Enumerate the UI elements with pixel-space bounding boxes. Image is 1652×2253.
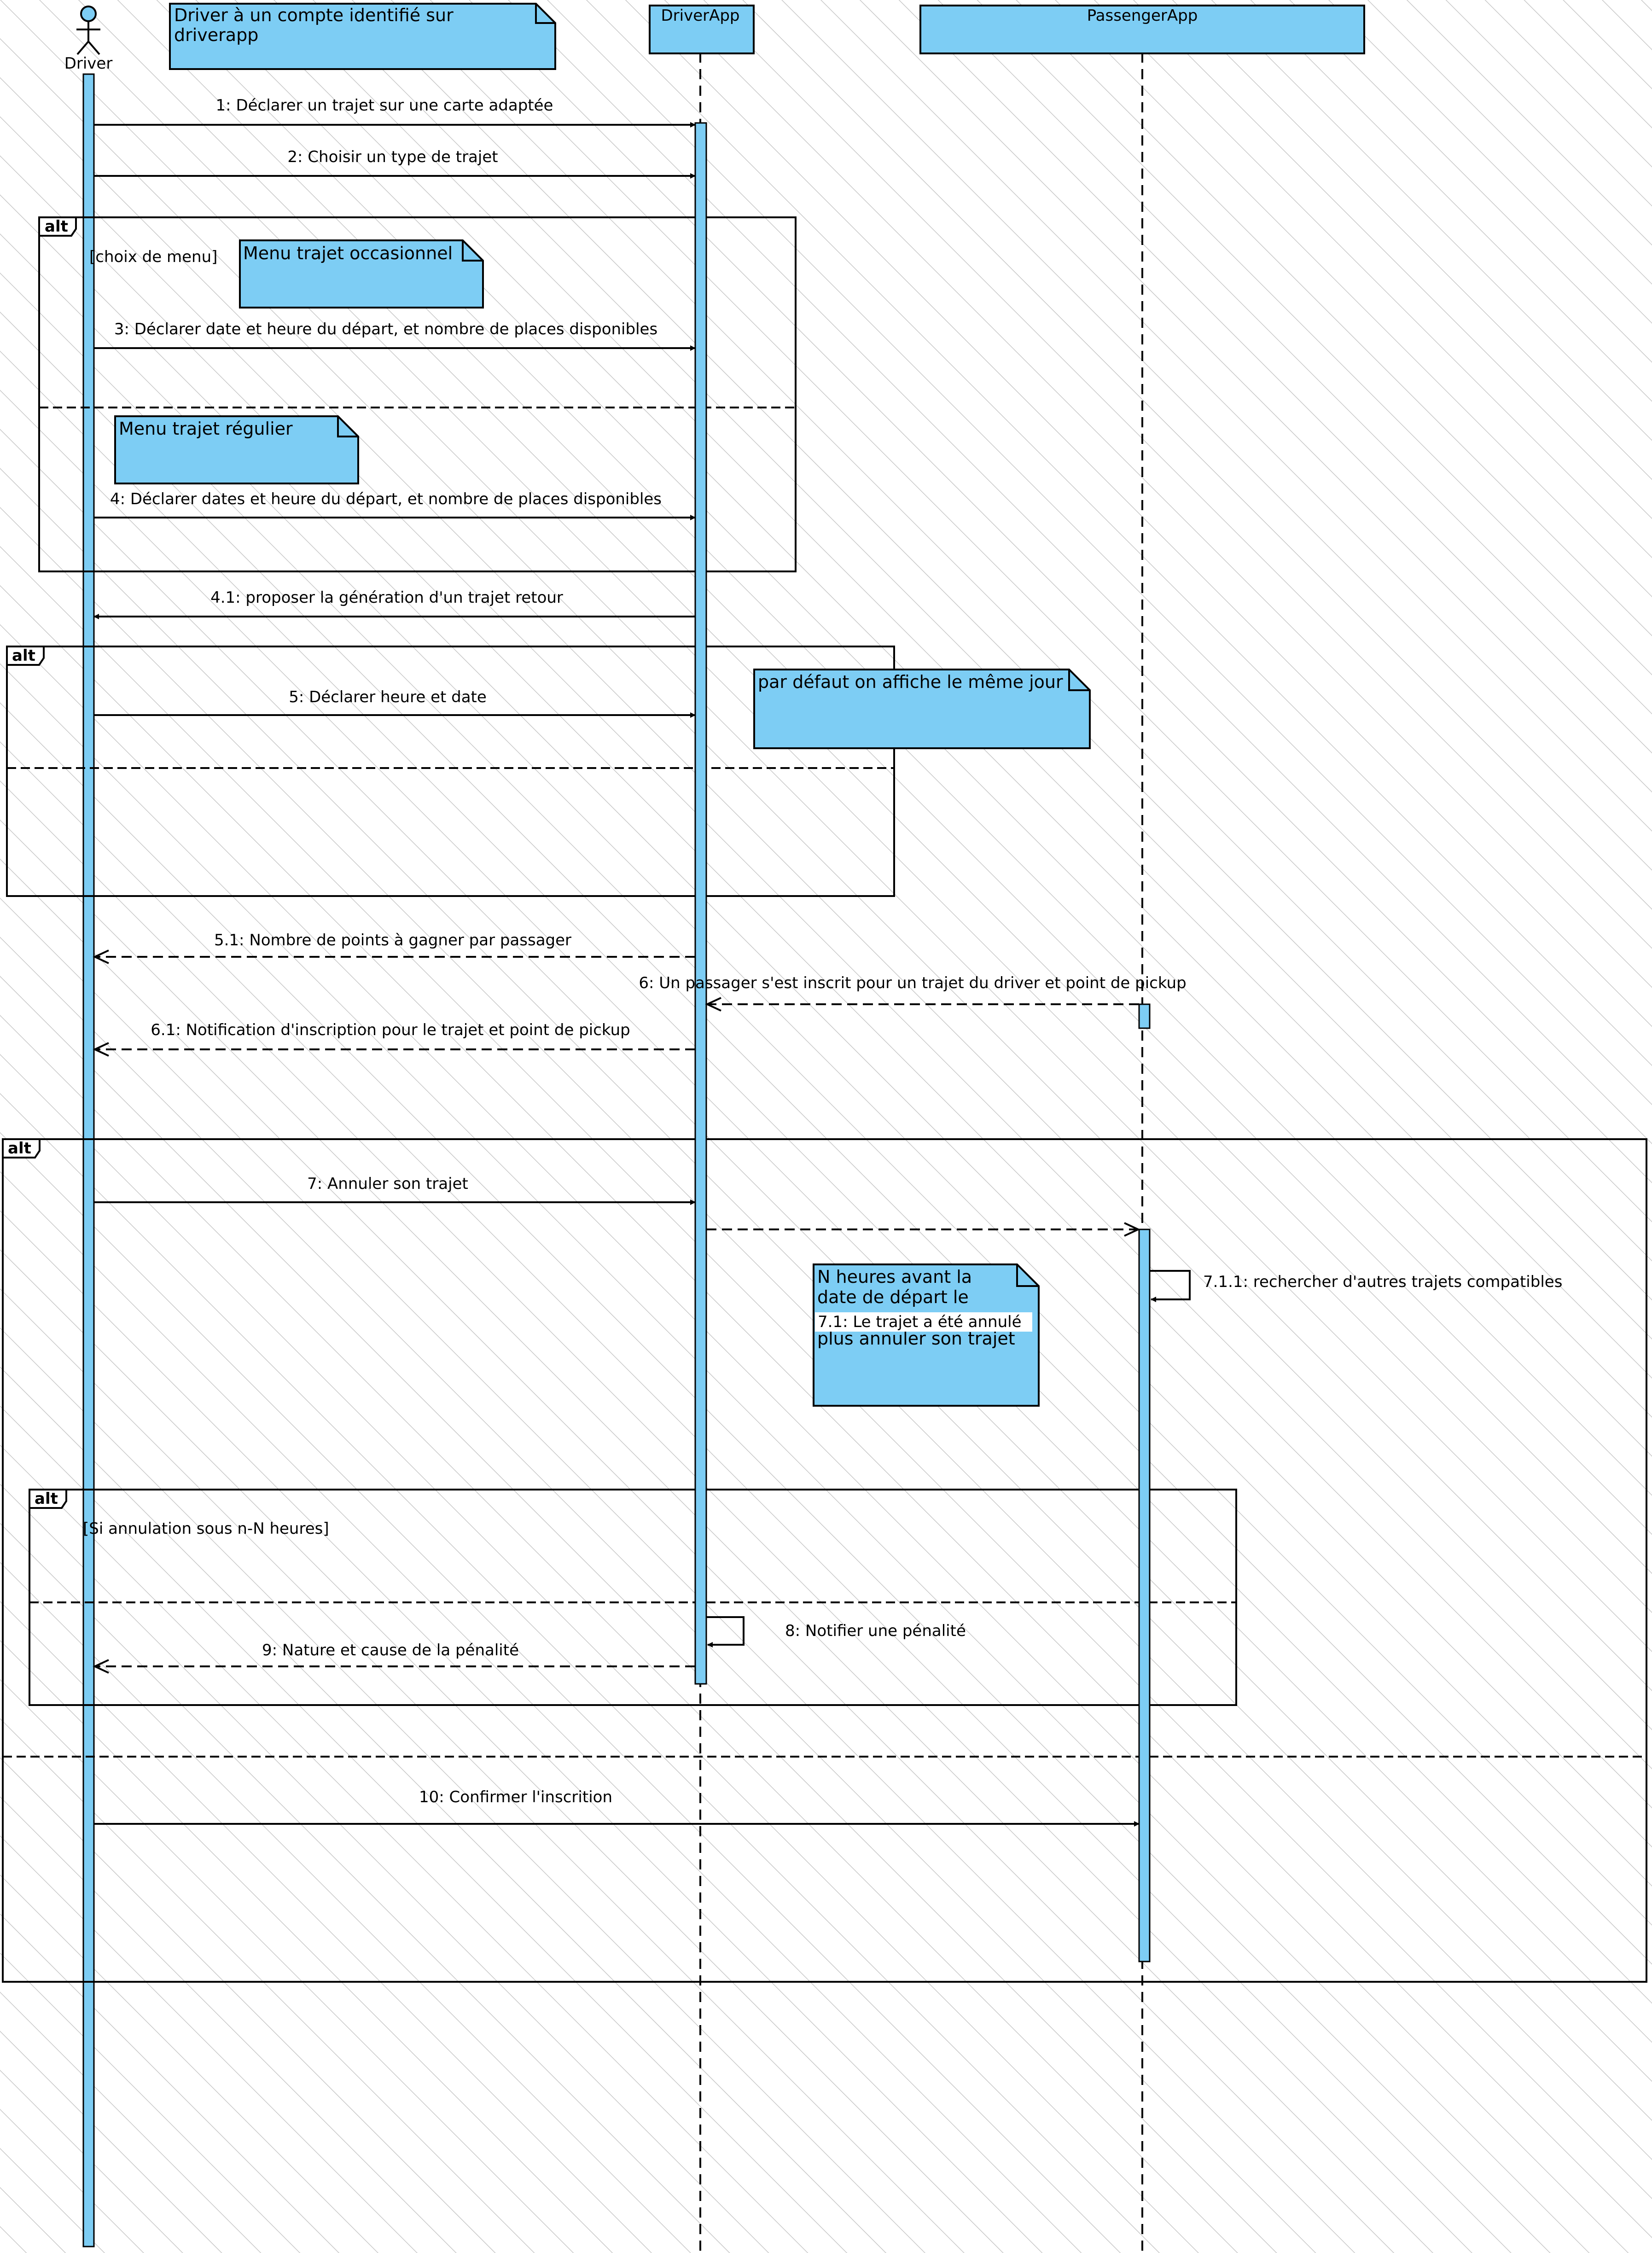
alt-fragment-2: alt bbox=[6, 646, 895, 897]
alt-4-guard: [Si annulation sous n-N heures] bbox=[83, 1519, 329, 1538]
alt-fragment-3: alt bbox=[2, 1138, 1647, 1983]
driver-actor-icon bbox=[76, 6, 100, 55]
message-1-label: 1: Déclarer un trajet sur une carte adap… bbox=[216, 96, 553, 115]
alt-fragment-4: alt bbox=[29, 1489, 1237, 1706]
n-heures-note: N heures avant la date de départ le plus… bbox=[813, 1263, 1040, 1407]
alt-1-guard: [choix de menu] bbox=[89, 248, 217, 266]
regulier-note: Menu trajet régulier bbox=[114, 415, 359, 484]
message-4-1-label: 4.1: proposer la génération d'un trajet … bbox=[210, 588, 563, 607]
occasionnel-note: Menu trajet occasionnel bbox=[239, 239, 484, 309]
alt-4-label: alt bbox=[35, 1490, 58, 1508]
alt-3-label: alt bbox=[8, 1139, 31, 1158]
message-3-label: 3: Déclarer date et heure du départ, et … bbox=[114, 320, 657, 338]
message-7-1-label: 7.1: Le trajet a été annulé bbox=[818, 1313, 1022, 1331]
passengerapp-title: PassengerApp bbox=[1087, 6, 1198, 25]
message-9-arrowhead bbox=[93, 1659, 109, 1674]
n-heures-note-line-1: N heures avant la bbox=[817, 1267, 972, 1287]
account-note: Driver à un compte identifié sur drivera… bbox=[169, 3, 556, 70]
svg-text:date de départ le: date de départ le bbox=[817, 1287, 969, 1307]
passengerapp-head bbox=[919, 5, 1365, 54]
message-8-arrow bbox=[706, 1616, 745, 1648]
message-7-1-1-label: 7.1.1: rechercher d'autres trajets compa… bbox=[1203, 1273, 1562, 1291]
svg-text:driverapp: driverapp bbox=[174, 25, 258, 45]
defaut-note: par défaut on affiche le même jour bbox=[753, 669, 1091, 749]
message-6-label: 6: Un passager s'est inscrit pour un tra… bbox=[639, 974, 1186, 992]
passengerapp-activation-bar bbox=[1138, 1228, 1151, 1962]
driver-actor-label: Driver bbox=[64, 54, 113, 73]
message-2-label: 2: Choisir un type de trajet bbox=[287, 148, 498, 166]
message-4-label: 4: Déclarer dates et heure du départ, et… bbox=[110, 490, 662, 508]
message-7-label: 7: Annuler son trajet bbox=[307, 1175, 468, 1193]
driverapp-activation-bar bbox=[694, 122, 707, 1685]
alt-1-label: alt bbox=[45, 217, 68, 236]
message-7-1-label-bg bbox=[815, 1312, 1032, 1332]
message-10-label: 10: Confirmer l'inscrition bbox=[419, 1788, 612, 1806]
n-heures-note-line-3: plus annuler son trajet bbox=[817, 1328, 1015, 1349]
driver-activation-bar bbox=[82, 73, 95, 2247]
defaut-note-text: par défaut on affiche le même jour bbox=[758, 672, 1063, 692]
svg-text:N heures avant la: N heures avant la bbox=[817, 1267, 972, 1287]
account-note-line-1: Driver à un compte identifié sur bbox=[174, 5, 454, 25]
message-7-1-1-arrow bbox=[1150, 1270, 1191, 1302]
message-5-1-arrowhead bbox=[93, 949, 109, 964]
account-note-line-2: driverapp bbox=[174, 25, 258, 45]
message-6-1-arrowhead bbox=[93, 1042, 109, 1057]
message-5-label: 5: Déclarer heure et date bbox=[289, 688, 487, 706]
alt-2-label: alt bbox=[12, 646, 35, 665]
occasionnel-note-text: Menu trajet occasionnel bbox=[243, 243, 453, 263]
message-8-label: 8: Notifier une pénalité bbox=[785, 1622, 966, 1640]
svg-text:Driver à un compte identifié s: Driver à un compte identifié sur bbox=[174, 5, 454, 25]
n-heures-note-line-2: date de départ le bbox=[817, 1287, 969, 1307]
alt-fragment-1: alt bbox=[38, 216, 797, 572]
passengerapp-activation-small bbox=[1138, 1003, 1151, 1029]
message-6-arrowhead bbox=[705, 997, 721, 1012]
message-9-label: 9: Nature et cause de la pénalité bbox=[262, 1641, 519, 1659]
driverapp-head bbox=[649, 5, 755, 54]
message-5-1-label: 5.1: Nombre de points à gagner par passa… bbox=[214, 931, 571, 949]
message-7-1-arrowhead bbox=[1124, 1222, 1140, 1237]
svg-text:plus annuler son trajet: plus annuler son trajet bbox=[817, 1328, 1015, 1349]
message-6-1-label: 6.1: Notification d'inscription pour le … bbox=[151, 1021, 630, 1039]
driverapp-title: DriverApp bbox=[661, 6, 739, 25]
regulier-note-text: Menu trajet régulier bbox=[119, 419, 293, 439]
